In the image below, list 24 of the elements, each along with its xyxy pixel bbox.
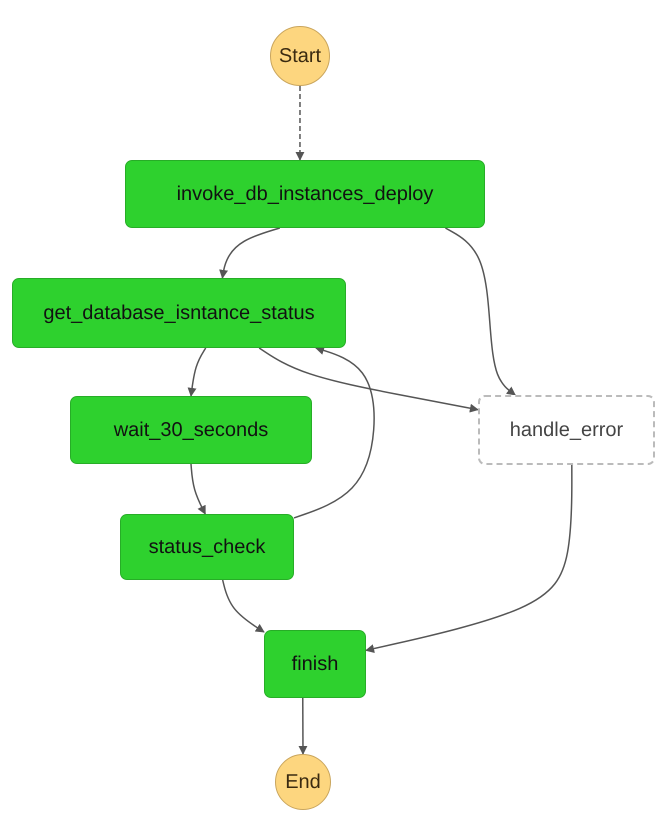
state-box: [125, 160, 485, 228]
state-box: [264, 630, 366, 698]
arrow: [298, 698, 308, 755]
state-box: [12, 278, 346, 348]
arrow: [365, 465, 573, 653]
state-box: [120, 514, 294, 580]
arrow: [188, 348, 206, 397]
state-label: invoke_db_instances_deploy: [176, 182, 434, 206]
state-label: handle_error: [510, 418, 624, 442]
error-state-box: [478, 395, 655, 465]
state-label: End: [285, 770, 321, 794]
arrow: [190, 464, 206, 515]
state-label: Start: [278, 44, 322, 68]
arrow: [258, 347, 479, 413]
arrow: [445, 227, 516, 396]
state-label: wait_30_seconds: [114, 418, 268, 442]
state-box: [70, 396, 312, 464]
state-label: finish: [292, 652, 338, 676]
arrow: [219, 227, 280, 279]
state-label: status_check: [148, 536, 266, 558]
state-label: get_database_isntance_status: [43, 302, 315, 324]
arrow: [295, 86, 304, 161]
arrow: [222, 580, 265, 633]
arrow: [294, 346, 375, 519]
